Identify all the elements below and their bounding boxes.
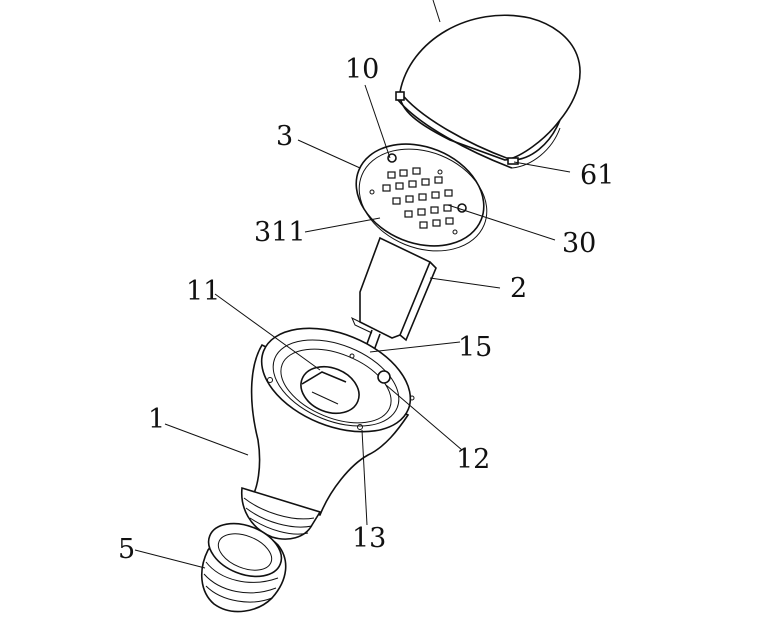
boss-12 bbox=[377, 370, 391, 384]
label-15: 15 bbox=[458, 332, 492, 363]
leader-lines bbox=[134, 0, 571, 569]
lamp-housing bbox=[248, 327, 415, 516]
label-30: 30 bbox=[562, 228, 596, 259]
dome-cover bbox=[395, 14, 581, 169]
reference-numerals: 10 3 61 311 30 2 11 15 1 12 13 5 bbox=[118, 54, 614, 565]
dome-clip bbox=[507, 157, 519, 165]
led-chips bbox=[382, 167, 454, 229]
driver-board bbox=[351, 236, 437, 357]
screw-base bbox=[201, 522, 287, 613]
label-1: 1 bbox=[148, 404, 165, 435]
neck-thread bbox=[240, 486, 322, 540]
label-10: 10 bbox=[345, 54, 379, 85]
label-13: 13 bbox=[352, 523, 386, 554]
label-3: 3 bbox=[276, 121, 293, 152]
label-2: 2 bbox=[510, 273, 527, 304]
label-61: 61 bbox=[580, 160, 614, 191]
label-11: 11 bbox=[186, 276, 220, 307]
led-board bbox=[355, 143, 488, 252]
dome-clip-left bbox=[395, 91, 405, 101]
label-5: 5 bbox=[118, 534, 135, 565]
label-311: 311 bbox=[254, 217, 306, 248]
label-12: 12 bbox=[456, 444, 490, 475]
hole-13 bbox=[357, 424, 363, 430]
